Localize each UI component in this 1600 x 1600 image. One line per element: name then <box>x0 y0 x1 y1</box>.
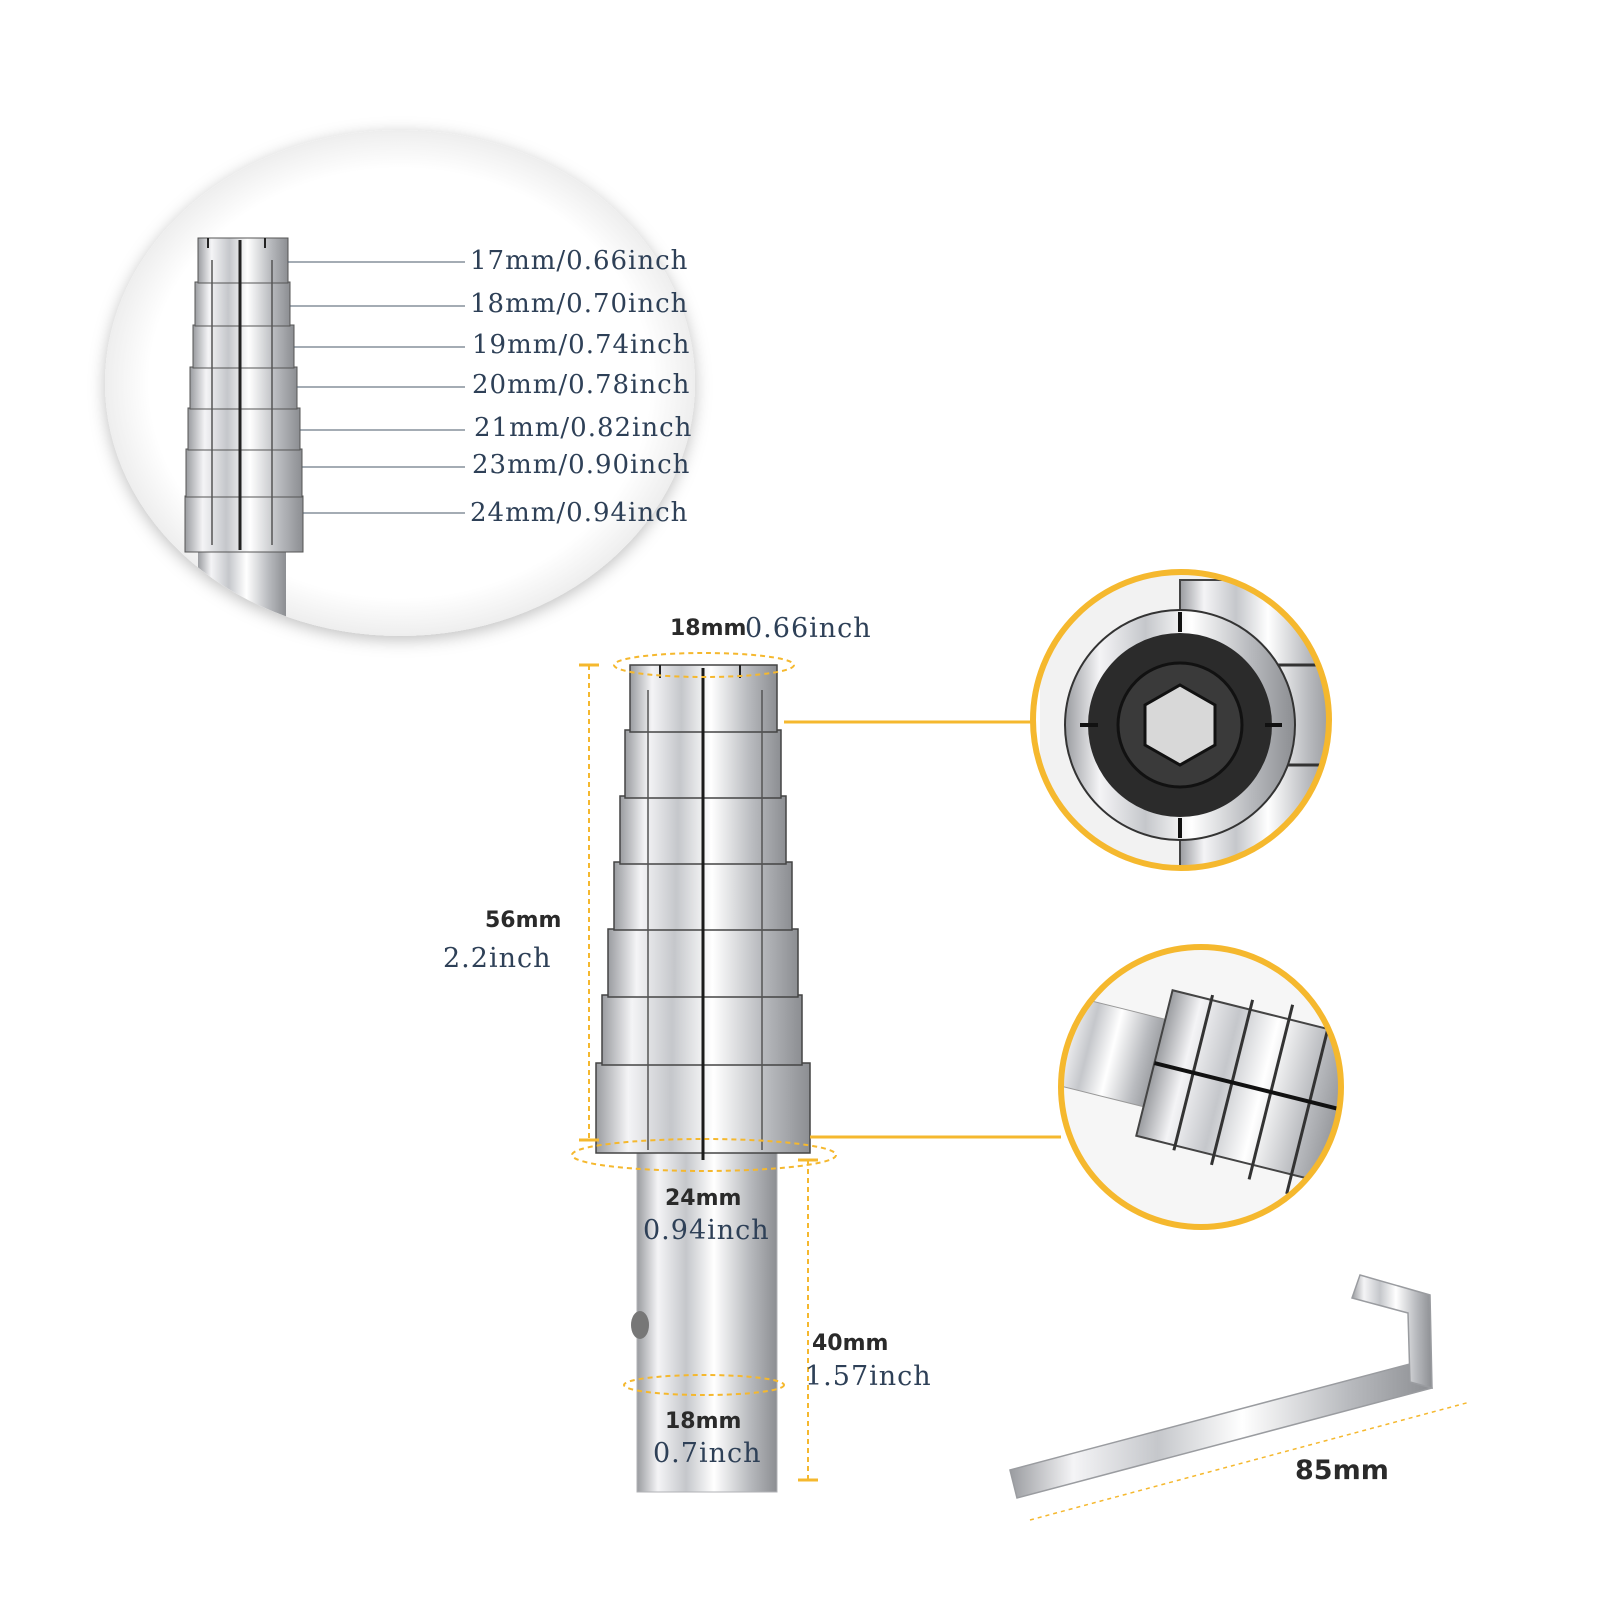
length-inch: 2.2inch <box>443 943 552 974</box>
shaft-length-inch: 1.57inch <box>805 1361 932 1392</box>
top-diameter-inch: 0.66inch <box>745 613 872 644</box>
dimension-ticks <box>579 663 818 1482</box>
shaft-diameter-inch: 0.7inch <box>653 1438 762 1469</box>
callout-size-label: 18mm/0.70inch <box>470 289 689 319</box>
callout-size-label: 17mm/0.66inch <box>470 246 689 276</box>
callout-size-label: 20mm/0.78inch <box>472 370 691 400</box>
base-diameter-mm: 24mm <box>665 1186 742 1211</box>
callout-size-label: 24mm/0.94inch <box>470 498 689 528</box>
shaft-diameter-mm: 18mm <box>665 1409 742 1434</box>
wrench-length-guide <box>1029 1401 1471 1521</box>
size-leader-lines <box>288 261 465 514</box>
wrench-length-mm: 85mm <box>1295 1455 1389 1486</box>
base-diameter-inch: 0.94inch <box>643 1215 770 1246</box>
stepped-collet-closeup <box>184 237 304 636</box>
top-diameter-mm: 18mm <box>670 616 747 641</box>
length-mm: 56mm <box>485 908 562 933</box>
closeup-end-view <box>1030 569 1332 871</box>
callout-size-label: 23mm/0.90inch <box>472 450 691 480</box>
shaft-length-mm: 40mm <box>812 1331 889 1356</box>
collet-tool <box>595 664 811 1493</box>
callout-size-label: 21mm/0.82inch <box>474 413 693 443</box>
dimension-guides <box>571 652 837 1480</box>
shaft <box>636 1149 778 1493</box>
callout-size-label: 19mm/0.74inch <box>472 330 691 360</box>
closeup-side-view <box>1058 944 1344 1230</box>
shaft-hole <box>631 1311 649 1339</box>
hex-key-wrench <box>1009 1274 1471 1521</box>
size-callout-bubble <box>105 130 695 636</box>
